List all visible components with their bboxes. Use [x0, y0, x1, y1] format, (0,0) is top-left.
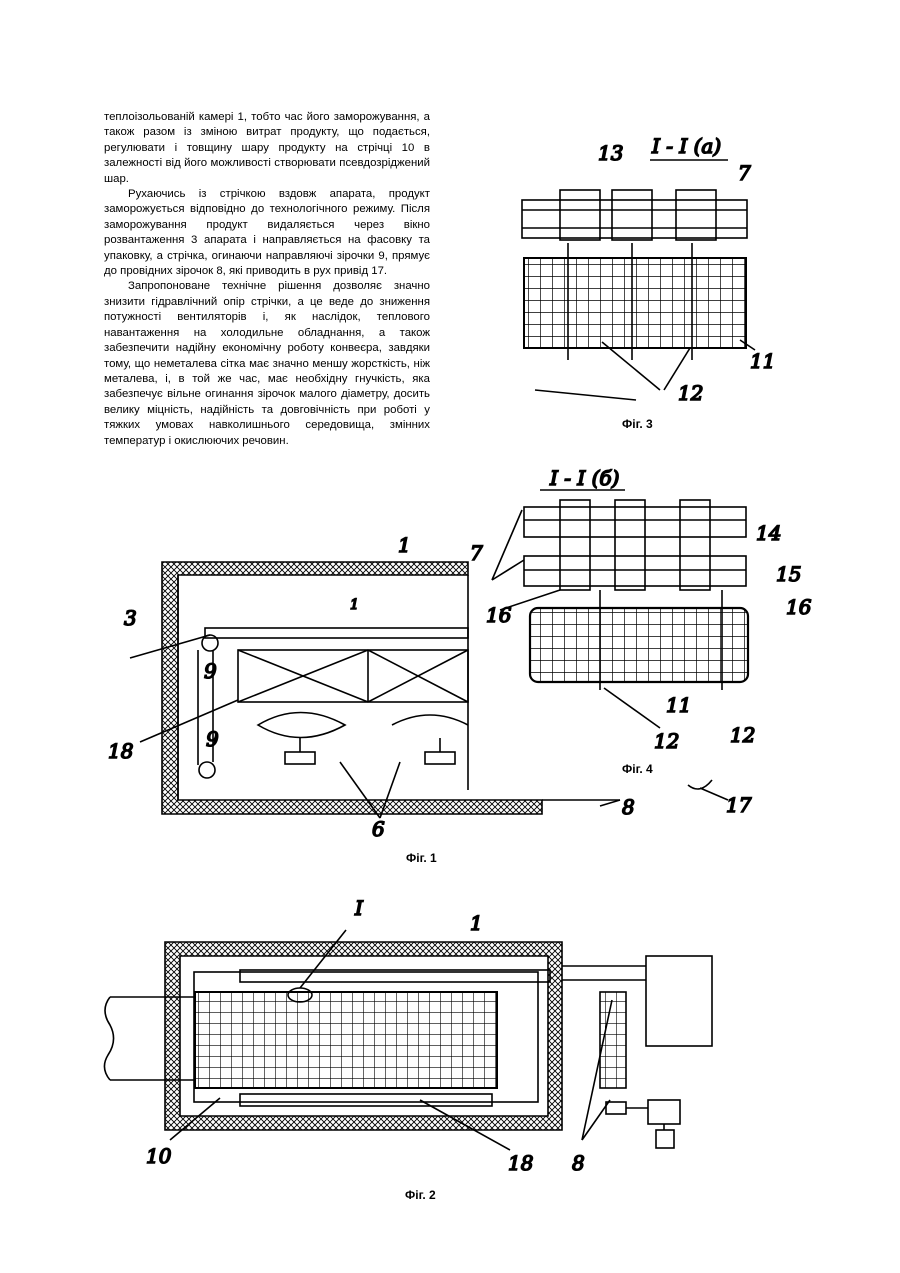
figure-3: I - I (a) 13 7 11 12: [522, 134, 775, 405]
fig2-label: I: [354, 896, 364, 920]
fig1-caption: Фіг. 1: [406, 851, 437, 865]
fig1-label: 3: [124, 606, 137, 630]
fig3-label: 7: [738, 161, 751, 185]
fig1-label: 18: [108, 739, 133, 763]
fig2-caption: Фіг. 2: [405, 1188, 436, 1202]
fig2-label: 1: [470, 911, 483, 935]
fig4-label: 12: [654, 729, 679, 753]
fig3-title: I - I (a): [651, 134, 721, 158]
fig4-label: 15: [776, 562, 801, 586]
fig3-caption: Фіг. 3: [622, 417, 653, 431]
fig2-label: 10: [146, 1144, 172, 1168]
fig4-label: 16: [786, 595, 812, 619]
fig3-label: 12: [678, 381, 703, 405]
fig4-label: 17: [726, 793, 752, 817]
fig4-label: 16: [486, 603, 512, 627]
fig4-label: 12: [730, 723, 755, 747]
fig2-label: 18: [508, 1151, 533, 1175]
figure-2: I 1 10 18 8: [104, 896, 712, 1175]
fig4-title: I - I (б): [549, 466, 619, 490]
fig1-label: 9: [206, 727, 219, 751]
fig4-label: 14: [756, 521, 781, 545]
fig3-label: 11: [750, 349, 775, 373]
fig2-label: 8: [572, 1151, 585, 1175]
fig1-label: 8: [622, 795, 635, 819]
fig1-label: 1: [398, 533, 411, 557]
fig1-label: 1: [350, 597, 359, 613]
fig1-label: 9: [204, 659, 217, 683]
figure-1: 1 1 3 9 9 18 6 8: [108, 533, 635, 841]
fig4-label: 11: [666, 693, 691, 717]
fig4-label: 7: [470, 541, 483, 565]
fig4-caption: Фіг. 4: [622, 762, 653, 776]
fig1-label: 6: [372, 817, 385, 841]
fig3-label: 13: [598, 141, 623, 165]
